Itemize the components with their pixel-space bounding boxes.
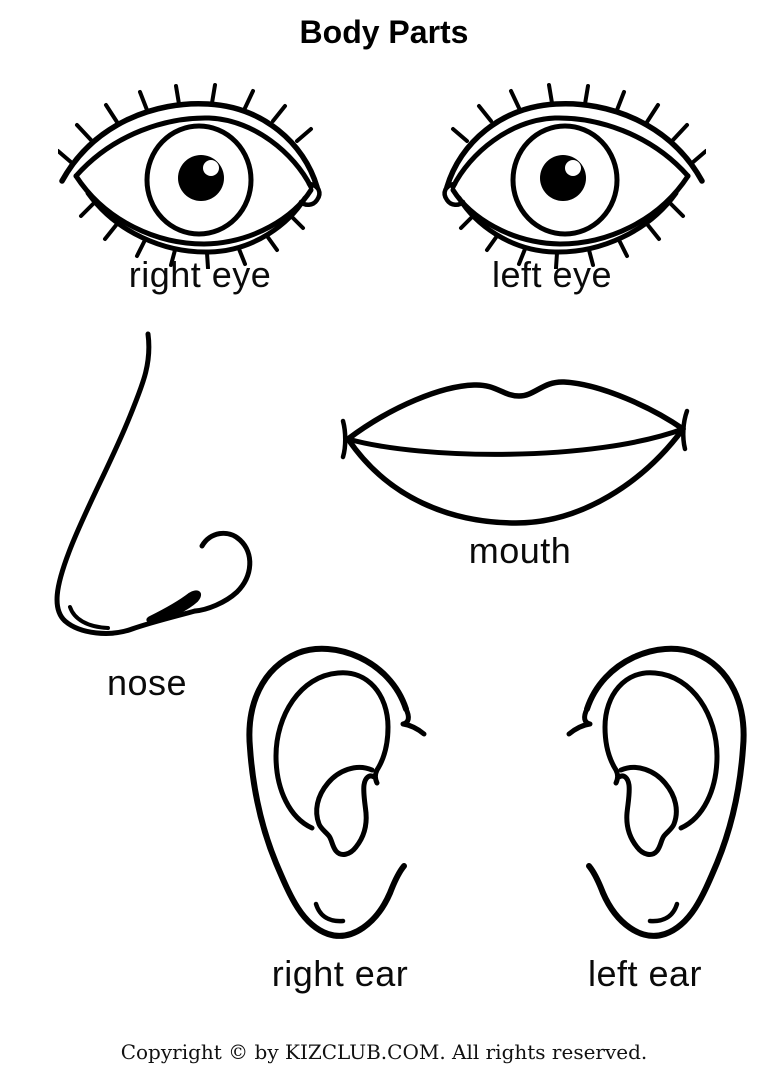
right-ear-illustration: [237, 632, 437, 942]
mouth-label: mouth: [468, 530, 572, 571]
nose-label: nose: [106, 662, 188, 703]
copyright-notice: Copyright © by KIZCLUB.COM. All rights r…: [120, 1040, 648, 1064]
left-eye-label: left eye: [491, 254, 613, 295]
left-ear-label: left ear: [587, 953, 703, 994]
nose-illustration: [32, 320, 272, 650]
left-ear-illustration: [556, 632, 756, 942]
page-title: Body Parts: [299, 14, 469, 50]
right-eye-label: right eye: [128, 254, 272, 295]
mouth-illustration: [330, 362, 710, 537]
right-eye-illustration: [58, 83, 340, 269]
left-eye-illustration: [424, 83, 706, 269]
right-ear-label: right ear: [271, 953, 409, 994]
